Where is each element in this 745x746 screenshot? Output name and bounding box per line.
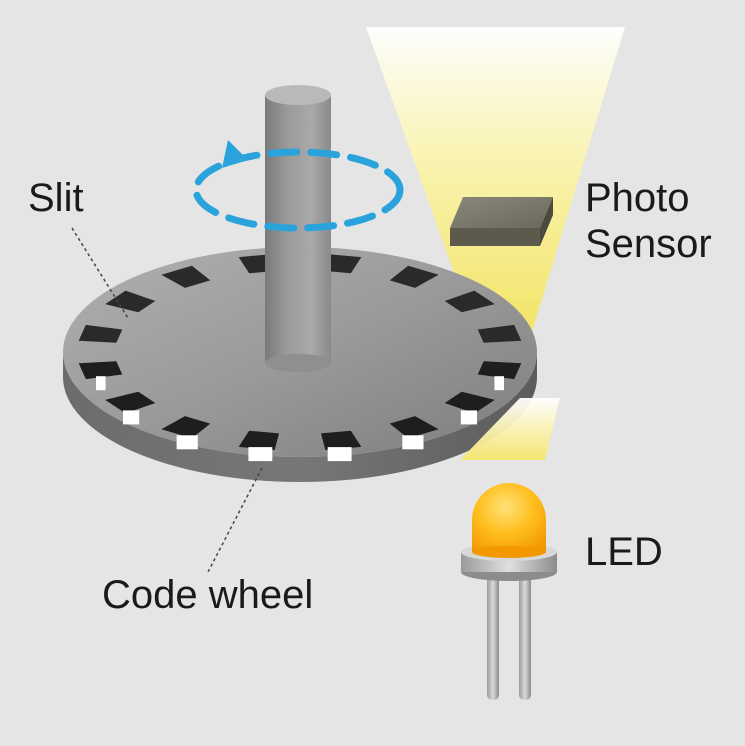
slit (321, 253, 362, 274)
slit-opening (123, 410, 140, 425)
slit-opening (402, 435, 424, 450)
slit (444, 391, 495, 414)
slit (321, 430, 362, 451)
photo-sensor-label-line2: Sensor (585, 222, 712, 266)
slit-group (78, 253, 522, 462)
slit-label: Slit (28, 176, 84, 220)
slit (78, 361, 123, 380)
slit (105, 391, 156, 414)
slit-opening (96, 376, 106, 391)
slit-opening (327, 447, 352, 462)
slit (444, 290, 495, 313)
slit (105, 290, 156, 313)
slit-opening (494, 376, 504, 391)
slit (238, 430, 279, 451)
slit (161, 416, 211, 439)
photo-sensor-label-line1: Photo (585, 176, 690, 220)
slit (389, 265, 439, 288)
lower-light-beam (460, 398, 560, 460)
led-icon (461, 483, 557, 700)
photo-sensor-icon (450, 197, 553, 246)
slit (477, 361, 522, 380)
code-wheel-label: Code wheel (102, 573, 314, 617)
slit-opening (176, 435, 198, 450)
upper-light-beam (366, 27, 625, 345)
code-wheel-edge (63, 352, 537, 482)
led-label: LED (585, 530, 663, 574)
slit (477, 324, 522, 343)
dashed-circular-arrow-icon (192, 140, 404, 232)
code-wheel-leader-line (207, 467, 263, 573)
slit (78, 324, 123, 343)
slit (389, 416, 439, 439)
slit-opening (460, 410, 477, 425)
slit-opening (248, 447, 273, 462)
slit (161, 265, 211, 288)
